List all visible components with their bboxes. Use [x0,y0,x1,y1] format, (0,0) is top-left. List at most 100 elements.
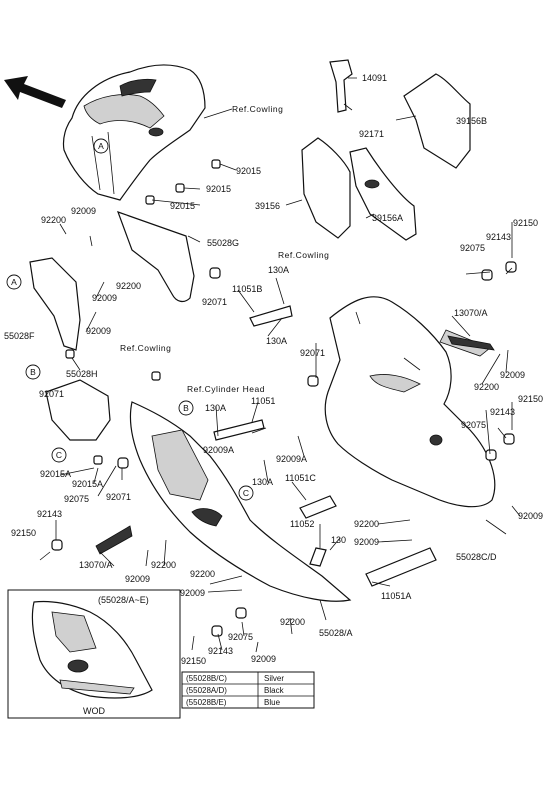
right-side-fairing [324,296,496,508]
panel-39156A [349,147,417,241]
part-label: 92015A [72,479,103,489]
panel-14091 [329,59,353,113]
inset-fairing-vent [67,659,89,673]
part-label: 13070/A [454,308,488,318]
part-label: 92071 [300,348,325,358]
ref-cowling-left: Ref.Cowling [120,343,171,353]
upper-cowling-assembly [62,64,206,201]
grommets [51,159,517,637]
inset-caption: WOD [83,706,105,716]
fairing-left-vent [191,508,223,527]
part-label: 39156B [456,116,487,126]
part-label: 92009 [180,588,205,598]
part-label: 130A [205,403,226,413]
part-label: 92015 [206,184,231,194]
part-label: 130A [268,265,289,275]
middle-side-cowling [29,211,195,351]
brackets [213,305,437,587]
color-table: (55028B/C) Silver (55028A/D) Black (5502… [181,671,315,709]
part-label: 11051B [232,284,262,294]
part-label: 92009 [86,326,111,336]
part-label: 92015 [170,201,195,211]
part-label: 92009 [354,537,379,547]
part-label: 92150 [513,218,538,228]
color-table-color: Blue [264,698,281,707]
part-label: 92015 [236,166,261,176]
part-label: 92009A [276,454,307,464]
callout-b-1: B [25,364,41,380]
part-label: 130 [331,535,346,545]
part-label: 11051A [381,591,411,601]
ref-cowling-top: Ref.Cowling [232,104,283,114]
part-label: 92150 [11,528,36,538]
bracket-11051 [213,419,265,441]
part-label: 92009 [500,370,525,380]
trims [95,335,495,555]
bracket-11051C [299,495,337,519]
upper-cowling-hole [148,127,164,137]
part-label: 92200 [116,281,141,291]
part-label: 92009 [92,293,117,303]
leader-lines [39,77,521,653]
part-label: 130A [266,336,287,346]
part-label: 55028C/D [456,552,497,562]
inset-fairing-panel [51,611,97,653]
part-label: 92071 [202,297,227,307]
part-label: 130A [252,477,273,487]
svg-text:C: C [56,450,62,460]
part-label: 92200 [151,560,176,570]
part-label: 92200 [474,382,499,392]
inset-header: (55028/A~E) [98,595,149,605]
inset-fairing-stripe [59,679,135,695]
part-label: 92009A [203,445,234,455]
front-direction-arrow [4,76,66,108]
part-label: 11051 [251,396,275,406]
part-label: 92009 [71,206,96,216]
fairing-right-hole [429,434,443,446]
part-label: 39156 [255,201,280,211]
bracket-11052 [309,547,327,567]
part-label: 92200 [41,215,66,225]
part-label: 92075 [228,632,253,642]
fairing-left-window [151,429,209,501]
trim-13070-upper [447,335,495,351]
panel-39156A-hole [364,179,380,189]
bracket-11051B [249,305,293,327]
part-label: 92015A [40,469,71,479]
part-label: 55028F [4,331,35,341]
fairing-left-small [45,379,111,441]
callout-a-2: A [6,274,22,290]
reference-labels: Ref.Cowling Ref.Cowling Ref.Cowling Ref.… [120,104,329,394]
part-label: 11051C [285,473,316,483]
callout-c-1: C [51,447,67,463]
part-label: 92075 [460,243,485,253]
part-label: 55028/A [319,628,353,638]
color-table-part: (55028B/C) [186,674,227,683]
color-table-part: (55028A/D) [186,686,227,695]
ref-cowling-mid: Ref.Cowling [278,250,329,260]
svg-text:A: A [11,277,17,287]
part-label: 13070/A [79,560,113,570]
part-label: 92150 [518,394,543,404]
svg-text:C: C [243,488,249,498]
part-label: 11052 [290,519,314,529]
part-label: 92143 [486,232,511,242]
callout-c-2: C [238,485,254,501]
inner-panels [301,59,471,241]
left-lower-fairing [45,379,352,602]
part-label: 92150 [181,656,206,666]
cowling-55028G [116,211,195,303]
part-label: 55028H [66,369,98,379]
part-label: 92071 [39,389,64,399]
part-label: 92009 [251,654,276,664]
part-label: 92075 [461,420,486,430]
part-number-labels: 14091 92171 39156B 39156 39156A 92015 92… [4,73,543,666]
part-label: 39156A [372,213,403,223]
svg-text:B: B [183,403,189,413]
part-label: 92143 [208,646,233,656]
upper-cowling-intake [119,78,157,97]
part-label: 14091 [362,73,387,83]
part-label: 92143 [37,509,62,519]
svg-text:A: A [98,141,104,151]
